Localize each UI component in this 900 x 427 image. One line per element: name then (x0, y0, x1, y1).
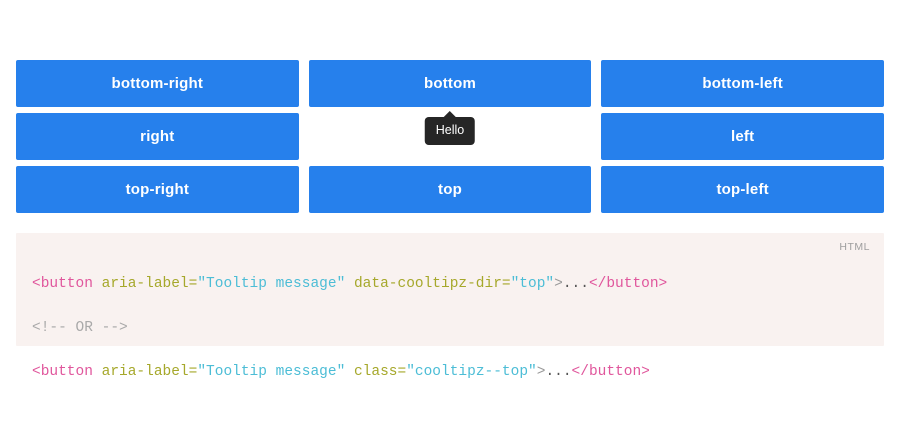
code-token-open-tag-2: <button (32, 364, 93, 380)
tooltip-button-top[interactable]: top (308, 166, 592, 213)
code-token-open-tag: <button (32, 276, 93, 292)
tooltip-bubble: Hello (424, 111, 476, 145)
code-token-value-aria-label: "Tooltip message" (197, 276, 346, 292)
tooltip-button-bottom-right[interactable]: bottom-right (16, 60, 299, 107)
tooltip-button-top-left[interactable]: top-left (601, 166, 884, 213)
code-token-gt-2: > (536, 364, 546, 380)
code-token-comment: <!-- OR --> (32, 320, 128, 336)
tooltip-button-bottom-left[interactable]: bottom-left (601, 60, 884, 107)
tooltip-direction-button-grid: bottom-right bottom bottom-left right He… (16, 60, 884, 213)
tooltip-arrow-icon (442, 111, 457, 118)
code-token-ellipsis-1: ... (562, 276, 589, 292)
tooltip-anchor-cell: Hello (309, 111, 592, 160)
code-token-value-class: "cooltipz--top" (406, 364, 537, 380)
code-line-3: <button aria-label="Tooltip message" cla… (32, 361, 864, 383)
code-token-attr-aria-label: aria-label= (92, 276, 198, 292)
tooltip-text: Hello (435, 123, 465, 137)
code-line-2: <!-- OR --> (32, 317, 864, 339)
tooltip-button-left[interactable]: left (601, 113, 884, 160)
code-line-1: <button aria-label="Tooltip message" dat… (32, 273, 864, 295)
page-root: bottom-right bottom bottom-left right He… (16, 60, 884, 380)
code-token-attr-class: class= (345, 364, 407, 380)
code-token-gt-1: > (554, 276, 563, 292)
code-token-value-data-cooltipz-dir: "top" (510, 276, 555, 292)
code-token-value-aria-label-2: "Tooltip message" (197, 364, 346, 380)
tooltip-button-right[interactable]: right (16, 113, 299, 160)
code-token-attr-aria-label-2: aria-label= (92, 364, 198, 380)
tooltip-layer: Hello (309, 111, 592, 160)
tooltip-button-bottom[interactable]: bottom (308, 60, 592, 107)
tooltip-button-top-right[interactable]: top-right (16, 166, 299, 213)
code-token-ellipsis-2: ... (545, 364, 572, 380)
code-language-label: HTML (839, 241, 870, 253)
code-token-attr-data-cooltipz-dir: data-cooltipz-dir= (345, 276, 511, 292)
code-snippet-block: HTML <button aria-label="Tooltip message… (16, 233, 884, 380)
code-token-close-tag-1: </button> (588, 276, 668, 292)
code-token-close-tag-2: </button> (571, 364, 650, 380)
code-lines: <button aria-label="Tooltip message" dat… (32, 251, 864, 427)
